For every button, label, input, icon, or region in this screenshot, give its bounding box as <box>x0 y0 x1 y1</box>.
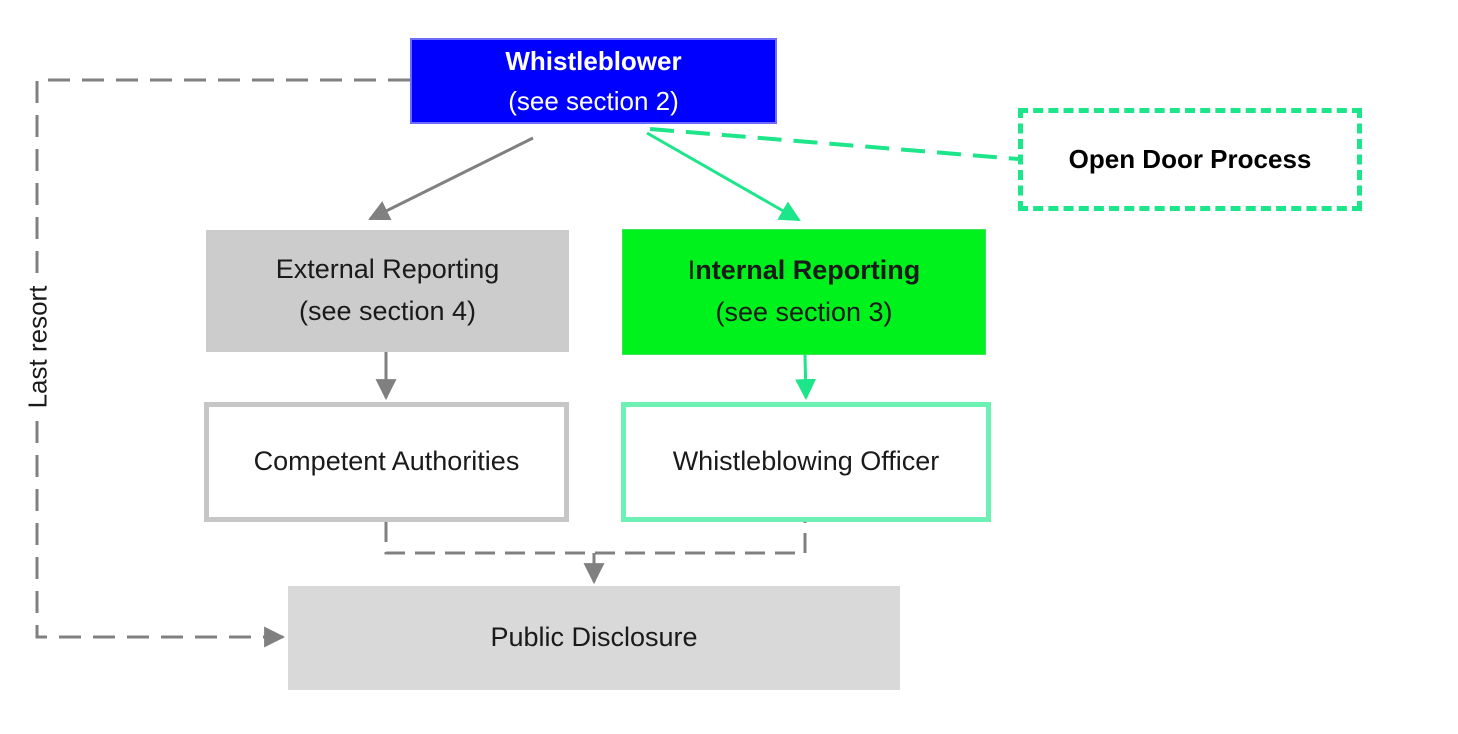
node-external-subtitle: (see section 4) <box>298 296 477 326</box>
node-open-door-process: Open Door Process <box>1018 108 1362 211</box>
edge-whistleblower-to-internal <box>646 131 801 222</box>
node-internal-title: Internal Reporting <box>688 250 921 292</box>
node-officer-title: Whistleblowing Officer <box>672 446 940 477</box>
edge-last-resort <box>35 78 410 648</box>
node-whistleblower: Whistleblower (see section 2) <box>410 38 777 124</box>
node-public-title: Public Disclosure <box>490 622 698 653</box>
edge-whistleblower-to-open-door <box>649 127 1019 161</box>
node-external-title: External Reporting <box>275 254 500 285</box>
edge-authorities-merge <box>384 522 807 555</box>
node-whistleblowing-officer: Whistleblowing Officer <box>621 402 991 522</box>
node-internal-reporting: Internal Reporting (see section 3) <box>622 229 986 355</box>
node-authorities-title: Competent Authorities <box>253 446 520 477</box>
node-public-disclosure: Public Disclosure <box>288 586 900 690</box>
node-external-reporting: External Reporting (see section 4) <box>206 230 569 352</box>
node-internal-title-rest: nternal Reporting <box>695 255 921 286</box>
node-internal-subtitle: (see section 3) <box>715 297 893 327</box>
node-whistleblower-title: Whistleblower <box>505 45 682 76</box>
node-whistleblower-subtitle: (see section 2) <box>508 86 679 116</box>
node-competent-authorities: Competent Authorities <box>204 402 569 522</box>
node-open-door-title: Open Door Process <box>1068 144 1312 175</box>
edge-internal-to-officer <box>795 354 817 401</box>
edge-whistleblower-to-external <box>368 136 534 221</box>
edge-label-last-resort: Last resort <box>22 279 54 415</box>
node-internal-title-initial: I <box>687 255 696 286</box>
